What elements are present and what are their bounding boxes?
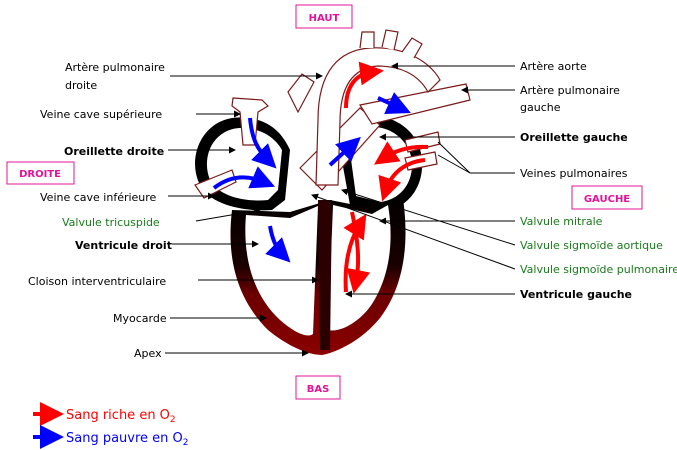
red-arrow-aorta — [344, 61, 384, 109]
label-ventricule-droit: Ventricule droit — [75, 239, 172, 252]
red-arrow-pv-2 — [378, 158, 426, 202]
aorta — [315, 47, 441, 186]
leader-lines-left — [165, 72, 323, 357]
legend-rich: Sang riche en O2 — [33, 402, 176, 426]
labels-left: Artère pulmonaire droite Veine cave supé… — [28, 61, 172, 360]
label-myocarde: Myocarde — [113, 312, 167, 325]
legend: Sang riche en O2 Sang pauvre en O2 — [33, 402, 189, 449]
blue-arrow-ivc — [212, 166, 276, 190]
label-artere-pulmonaire-gauche-1: Artère pulmonaire — [520, 84, 620, 97]
red-arrow-pv-1 — [374, 141, 429, 165]
heart-illustration — [194, 29, 471, 355]
label-valvule-tricuspide: Valvule tricuspide — [62, 216, 160, 229]
right-pulmonary-artery — [287, 73, 315, 114]
label-artere-aorte: Artère aorte — [520, 60, 587, 73]
right-ventricle-cavity — [245, 206, 318, 336]
tag-droite: DROITE — [6, 161, 75, 185]
tag-haut-text: HAUT — [309, 13, 340, 24]
label-valvule-sigmoide-pulmonaire: Valvule sigmoïde pulmonaire — [520, 263, 677, 276]
legend-poor: Sang pauvre en O2 — [33, 425, 189, 449]
left-pulmonary-artery — [359, 83, 471, 125]
blue-arrow-pulm — [328, 136, 361, 167]
label-veine-cave-superieure: Veine cave supérieure — [40, 108, 162, 121]
red-arrow-lv-up — [343, 213, 367, 293]
tag-bas-text: BAS — [307, 384, 330, 395]
blue-arrow-lpa — [377, 92, 411, 114]
blue-arrow-rv — [265, 225, 291, 263]
label-valvule-mitrale: Valvule mitrale — [520, 215, 603, 228]
legend-poor-text: Sang pauvre en O2 — [66, 431, 189, 448]
interventricular-septum — [318, 200, 332, 350]
blue-arrow-svc — [248, 117, 277, 169]
label-artere-pulmonaire-droite-2: droite — [65, 79, 97, 92]
tag-gauche-text: GAUCHE — [584, 194, 630, 205]
label-oreillette-droite: Oreillette droite — [64, 145, 164, 158]
tag-haut: HAUT — [295, 4, 353, 29]
legend-rich-text: Sang riche en O2 — [66, 408, 176, 425]
label-apex: Apex — [134, 347, 162, 360]
label-artere-pulmonaire-droite-1: Artère pulmonaire — [65, 61, 165, 74]
inferior-vena-cava — [194, 169, 237, 199]
aortic-branches — [359, 29, 423, 59]
tag-gauche: GAUCHE — [571, 185, 643, 210]
label-ventricule-gauche: Ventricule gauche — [520, 288, 632, 301]
label-artere-pulmonaire-gauche-2: gauche — [520, 101, 561, 114]
label-valvule-sigmoide-aortique: Valvule sigmoïde aortique — [520, 239, 663, 252]
label-veines-pulmonaires: Veines pulmonaires — [520, 167, 628, 180]
leader-lines-right — [311, 62, 516, 298]
labels-right: Artère aorte Artère pulmonaire gauche Or… — [520, 60, 677, 301]
tag-droite-text: DROITE — [19, 169, 61, 180]
label-veine-cave-inferieure: Veine cave inférieure — [40, 191, 157, 204]
label-oreillette-gauche: Oreillette gauche — [520, 131, 628, 144]
label-cloison-interventriculaire: Cloison interventriculaire — [28, 275, 166, 288]
tag-bas: BAS — [295, 375, 341, 400]
